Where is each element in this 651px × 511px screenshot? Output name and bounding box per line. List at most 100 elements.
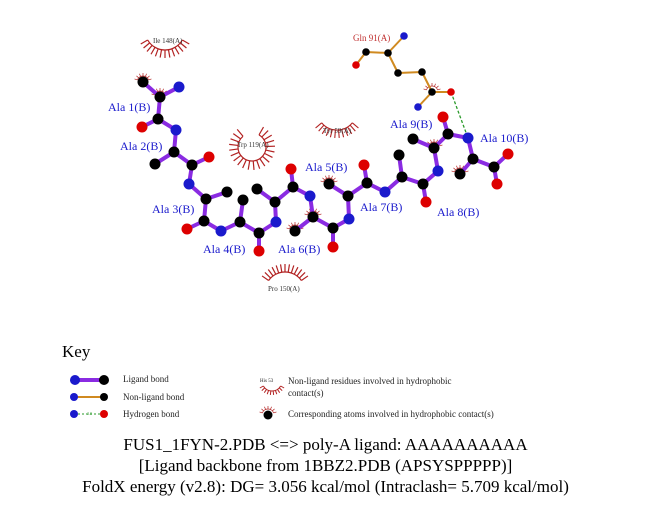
ligand-atom-ca2 [168,146,180,158]
ligand-atom-o3 [181,223,193,235]
gln91-atom-gcb [394,69,402,77]
hydrophobic-contact-atom-icon [320,175,338,183]
ligand-atom-cb8 [393,149,405,161]
ligand-atom-cb7 [323,178,335,190]
ligand-atom-o7 [358,159,370,171]
gln91-atom-gc [362,48,370,56]
ligand-atom-c7 [361,177,373,189]
key-title: Key [62,342,91,361]
key-nonligand-bond-c-atom [100,393,108,401]
hydrophobic-arc-tyr59-icon [315,122,359,138]
residue-label-gln91: Gln 91(A) [353,33,391,43]
ligand-atom-ca5 [269,196,281,208]
residue-label-ala6: Ala 6(B) [278,242,321,256]
ligand-atom-c6 [327,222,339,234]
hydrophobic-contact-atom-icon [134,73,152,81]
key-hydrogen-bond-o-atom [100,410,108,418]
residue-label-ala8: Ala 8(B) [437,205,480,219]
ligand-atom-c10 [488,161,500,173]
ligand-atom-c4 [253,227,265,239]
ligand-atom-o6 [327,241,339,253]
ligand-atom-n3 [183,178,195,190]
ligand-atom-ca6 [307,211,319,223]
ligand-atom-ca8 [396,171,408,183]
gln91-atom-gca [384,49,392,57]
key-hbond-sample-value: 3.0 [87,411,92,416]
gln91-atom-gne [414,103,422,111]
ligand-atom-n9 [432,165,444,177]
residue-label-ala2: Ala 2(B) [120,139,163,153]
ligand-atom-c9 [442,128,454,140]
caption-line-3: FoldX energy (v2.8): DG= 3.056 kcal/mol … [82,477,569,496]
gln91-atom-gcd [428,88,436,96]
hydrophobic-label-tyr59: Tyr 59(A) [323,127,352,135]
hydrophobic-arc-trp119-icon [229,126,276,170]
key-hydrogen-bond-n-atom [70,410,78,418]
hydrophobic-label-ile148: Ile 148(A) [153,37,183,45]
ligand-atom-n1 [173,81,185,93]
ligand-atom-ca10 [467,153,479,165]
ligand-atom-n7 [343,213,355,225]
ligand-atom-c5 [287,181,299,193]
ligand-atom-oxt [491,178,503,190]
ligand-atom-o2 [203,151,215,163]
hydrogen-bond [450,91,469,139]
ligand-atom-n5 [270,216,282,228]
residue-label-ala5: Ala 5(B) [305,160,348,174]
ligand-atom-n4 [215,225,227,237]
residue-label-ala4: Ala 4(B) [203,242,246,256]
gln91-atom-gcg [418,68,426,76]
key-example-residue: His 53 [260,379,274,384]
ligand-atom-c3 [198,215,210,227]
ligand-atom-n6 [304,190,316,202]
ligand-atom-ca3 [200,193,212,205]
ligand-atom-n8 [379,186,391,198]
ligand-atom-c2 [186,159,198,171]
caption-line-1: FUS1_1FYN-2.PDB <=> poly-A ligand: AAAAA… [123,435,528,454]
residue-label-ala7: Ala 7(B) [360,200,403,214]
key-hydrogen-bond-label: Hydrogen bond [123,409,180,419]
ligand-atom-cb3 [221,186,233,198]
key-nonligand-bond-n-atom [70,393,78,401]
ligand-atom-o9 [437,111,449,123]
ligand-atom-cb5 [251,183,263,195]
key-hydrophobic-residue-arc-icon [259,385,285,395]
nonligand-bond [397,71,423,74]
ligand-atom-c8 [417,178,429,190]
key-ligand-bond-c-atom [99,375,109,385]
key-hydrophobic-atom-icon [263,410,273,420]
ligand-atom-cb1 [137,76,149,88]
gln91-atom-goe [447,88,455,96]
key-ligand-bond-n-atom [70,375,80,385]
hydrophobic-label-trp119: Trp 119(A) [237,141,269,149]
residue-label-ala3: Ala 3(B) [152,202,195,216]
key-hydrophobic-residues-label-1: Non-ligand residues involved in hydropho… [288,376,452,386]
ligand-atom-n10 [462,132,474,144]
caption-line-2: [Ligand backbone from 1BBZ2.PDB (APSYSPP… [138,456,513,475]
residue-label-ala10: Ala 10(B) [480,131,529,145]
hydrophobic-label-pro150: Pro 150(A) [268,285,300,293]
key-hydrophobic-residues-label-2: contact(s) [288,388,324,398]
ligand-atom-c1 [152,113,164,125]
ligand-atom-n2 [170,124,182,136]
ligand-atom-cb2 [149,158,161,170]
nonligand-bond [387,35,405,54]
ligand-atom-o4 [253,245,265,257]
ligand-atom-o8 [420,196,432,208]
ligand-atom-cb10 [454,168,466,180]
residue-label-ala1: Ala 1(B) [108,100,151,114]
ligand-atom-ca1 [154,91,166,103]
key-nonligand-bond-label: Non-ligand bond [123,392,185,402]
key-hydrophobic-atom-spikes-icon [259,406,277,414]
ligand-atom-ca4 [234,216,246,228]
ligand-atom-ca7 [342,190,354,202]
key-hydrophobic-atoms-label: Corresponding atoms involved in hydropho… [288,409,494,419]
ligand-atom-o10 [502,148,514,160]
ligand-atom-cb4 [237,194,249,206]
key-ligand-bond-label: Ligand bond [123,374,169,384]
gln91-atom-go [352,61,360,69]
hydrophobic-arc-pro150-icon [261,264,309,282]
ligand-atom-ca9 [428,142,440,154]
